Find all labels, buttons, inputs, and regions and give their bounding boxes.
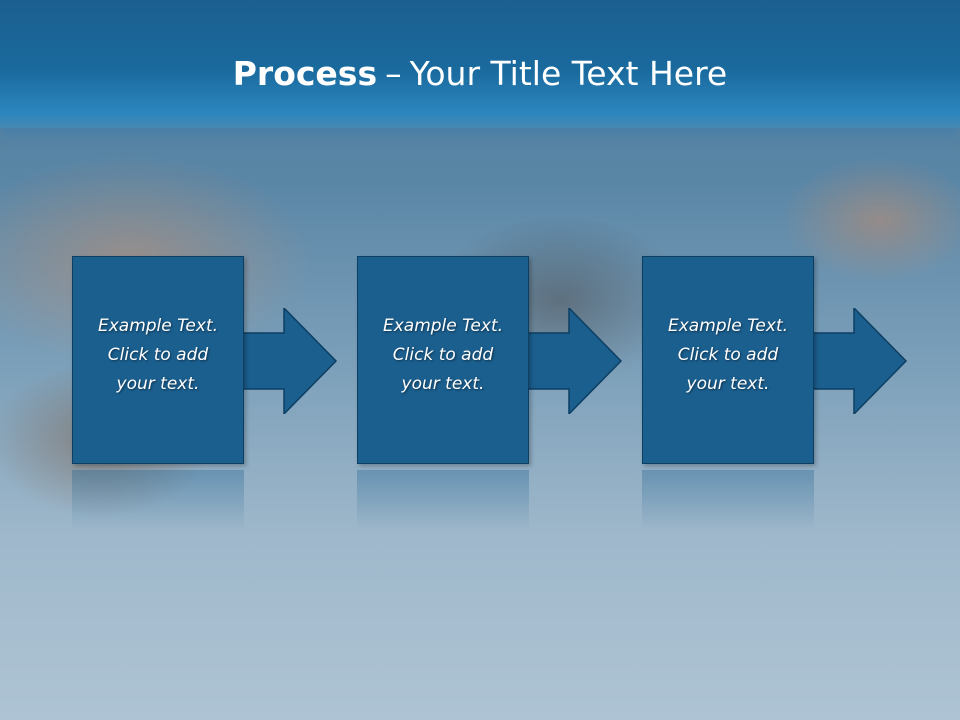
step-text[interactable]: Example Text. Click to add your text.: [72, 312, 244, 399]
slide-title[interactable]: Process–Your Title Text Here: [0, 52, 960, 96]
step-text-line: your text.: [401, 374, 485, 394]
step-text-line: your text.: [116, 374, 200, 394]
arrow-right-icon: [802, 308, 908, 414]
arrow-right-icon: [517, 308, 623, 414]
title-bold: Process: [232, 54, 378, 93]
step-box[interactable]: [642, 256, 814, 464]
step-text-line: Example Text.: [382, 316, 504, 336]
reflection-box: [72, 470, 244, 530]
step-text-line: your text.: [686, 374, 770, 394]
title-rest: Your Title Text Here: [409, 54, 728, 93]
step-box[interactable]: [72, 256, 244, 464]
reflection-box: [357, 470, 529, 530]
step-box[interactable]: [357, 256, 529, 464]
title-bar: Process–Your Title Text Here: [0, 0, 960, 128]
step-text-line: Click to add: [677, 345, 779, 365]
step-text-line: Click to add: [107, 345, 209, 365]
title-separator: –: [385, 54, 402, 93]
step-text-line: Example Text.: [667, 316, 789, 336]
arrow-right-icon: [232, 308, 338, 414]
reflection-box: [642, 470, 814, 530]
step-text-line: Click to add: [392, 345, 494, 365]
step-text[interactable]: Example Text. Click to add your text.: [357, 312, 529, 399]
step-text[interactable]: Example Text. Click to add your text.: [642, 312, 814, 399]
step-text-line: Example Text.: [97, 316, 219, 336]
